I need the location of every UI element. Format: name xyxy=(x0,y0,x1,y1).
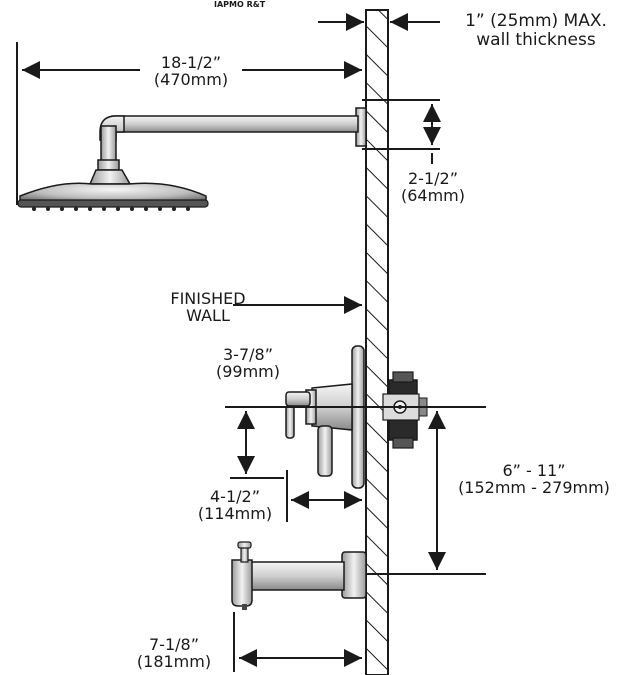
shower-arm xyxy=(97,107,367,171)
rough-valve xyxy=(382,371,428,449)
valve-trim xyxy=(285,345,365,489)
finished-wall-line1: FINISHED xyxy=(170,289,246,308)
tub-spout xyxy=(231,541,367,610)
valve-trim-label: 3-7/8” (99mm) xyxy=(208,346,288,380)
valve-depth-dimension xyxy=(286,470,362,522)
valve-to-spout-line1: 6” - 11” xyxy=(502,461,566,480)
spout-reach-label: 7-1/8” (181mm) xyxy=(124,636,224,670)
valve-trim-line1: 3-7/8” xyxy=(223,345,273,364)
spout-reach-dimension xyxy=(233,612,362,672)
spout-reach-line2: (181mm) xyxy=(136,652,212,671)
arm-reach-label: 18-1/2” (470mm) xyxy=(142,54,240,88)
valve-trim-dimension xyxy=(230,411,284,479)
arm-reach-line1: 18-1/2” xyxy=(160,53,222,72)
arm-height-dimension xyxy=(362,99,441,164)
valve-to-spout-label: 6” - 11” (152mm - 279mm) xyxy=(446,462,622,496)
wall-thickness-line2: wall thickness xyxy=(476,30,596,50)
spout-reach-line1: 7-1/8” xyxy=(149,635,199,654)
valve-depth-line2: (114mm) xyxy=(197,504,273,523)
arm-height-line2: (64mm) xyxy=(400,186,465,205)
finished-wall-line2: WALL xyxy=(186,306,230,325)
valve-depth-line1: 4-1/2” xyxy=(210,487,260,506)
cert-mark: IAPMO R&T xyxy=(214,0,266,9)
wall-thickness-label: 1” (25mm) MAX. wall thickness xyxy=(446,12,626,50)
arm-height-line1: 2-1/2” xyxy=(408,169,458,188)
shower-head xyxy=(17,169,209,211)
valve-to-spout-line2: (152mm - 279mm) xyxy=(458,478,610,497)
wall-thickness-line1: 1” (25mm) MAX. xyxy=(465,11,607,31)
arm-reach-dimension xyxy=(16,42,362,205)
finished-wall xyxy=(365,9,389,675)
valve-trim-line2: (99mm) xyxy=(215,362,280,381)
valve-to-spout-dimension xyxy=(362,411,486,575)
arm-reach-line2: (470mm) xyxy=(153,70,229,89)
arm-height-label: 2-1/2” (64mm) xyxy=(392,170,474,204)
finished-wall-label: FINISHED WALL xyxy=(158,290,258,324)
valve-depth-label: 4-1/2” (114mm) xyxy=(186,488,284,522)
